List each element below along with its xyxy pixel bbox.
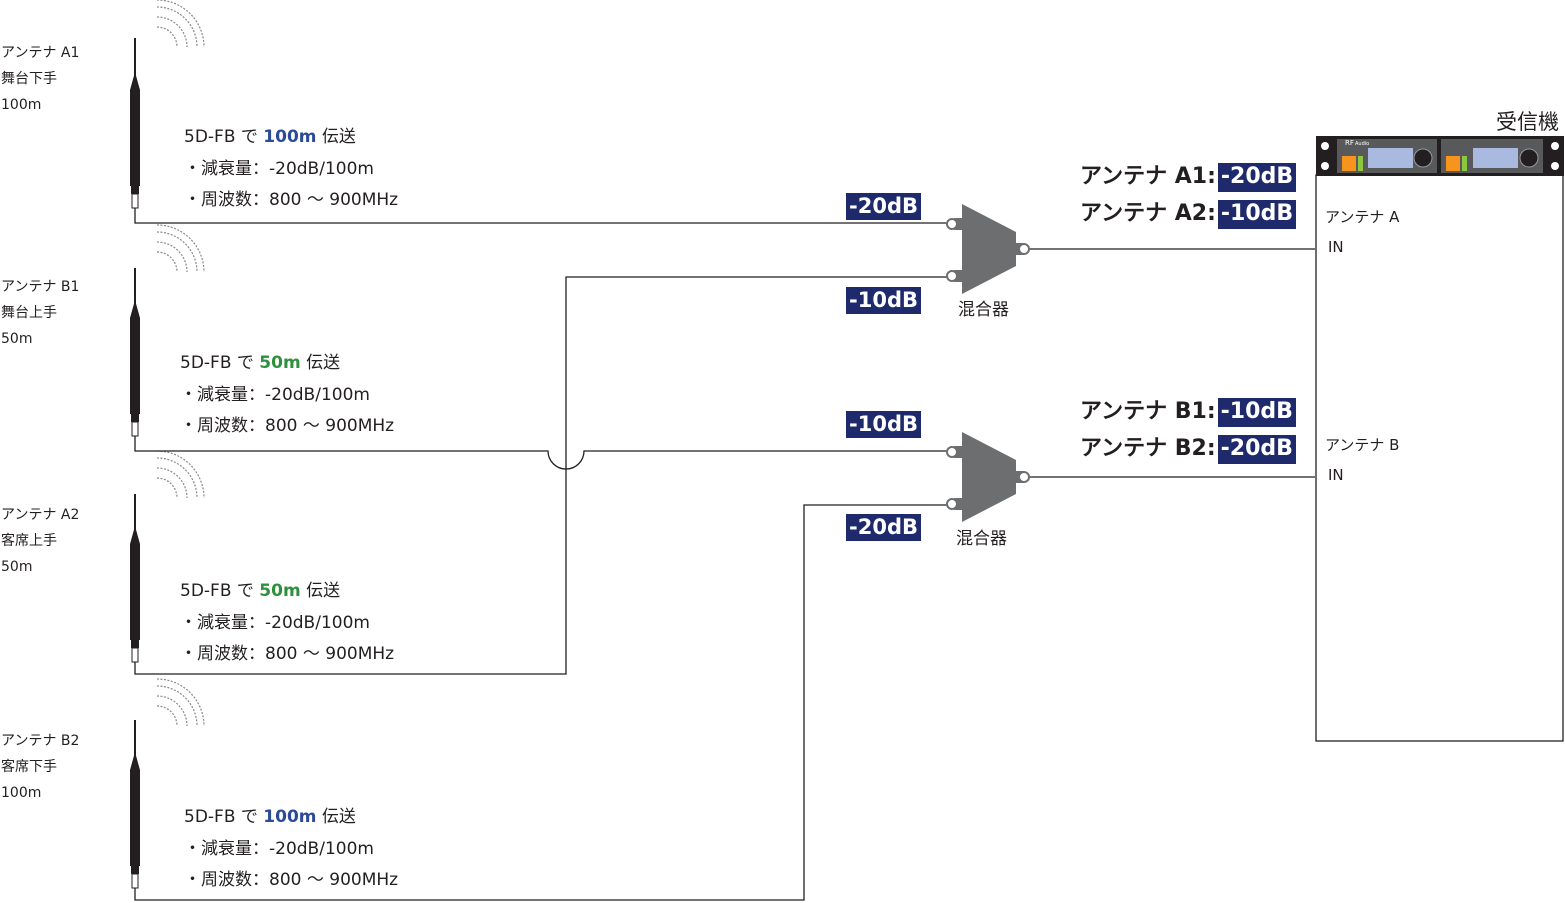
cable-title: 5D-FB で 100m 伝送 [184,807,356,827]
antenna-name: アンテナ A1 [1,45,80,61]
antenna-name: アンテナ A2 [1,507,80,523]
receiver-title: 受信機 [1496,110,1559,134]
receiver-port-b-name: アンテナ B [1325,436,1400,454]
antenna-name: アンテナ B1 [1,279,80,295]
receiver-body [1315,174,1564,742]
antenna-length: 100m [1,97,42,113]
receiver-front-panel [1316,136,1564,176]
receiver-port-a-name: アンテナ A [1325,208,1400,226]
antenna-label-a1: アンテナ A1 舞台下手 100m [1,40,79,118]
mixer-icon [946,432,1030,522]
antenna-label-b1: アンテナ B1 舞台上手 50m [1,274,79,352]
cable-spec-a2: 5D-FB で 50m 伝送 ・減衰量：-20dB/100m ・周波数：800 … [180,576,394,671]
antenna-position: 客席下手 [1,759,57,775]
mixer-label: 混合器 [958,300,1009,320]
radio-wave-icon [156,0,205,48]
cable-frequency: ・周波数：800 ～ 900MHz [180,644,395,664]
antenna-name: アンテナ B2 [1,733,80,749]
summary-a2: アンテナ A2:-10dB [1080,200,1297,229]
antenna-label-b2: アンテナ B2 客席下手 100m [1,728,79,806]
cable-spec-b2: 5D-FB で 100m 伝送 ・減衰量：-20dB/100m ・周波数：800… [184,802,398,897]
antenna-icon [130,720,140,889]
cable-spec-b1: 5D-FB で 50m 伝送 ・減衰量：-20dB/100m ・周波数：800 … [180,348,394,443]
cable-attenuation: ・減衰量：-20dB/100m [184,158,374,179]
attenuation-badge: -10dB [846,287,921,314]
cable-frequency: ・周波数：800 ～ 900MHz [184,870,399,890]
antenna-icon [130,494,140,663]
radio-wave-icon [156,450,205,499]
summary-b2: アンテナ B2:-20dB [1080,435,1296,464]
receiver-port-b-in: IN [1328,466,1344,484]
panel-audio-label: Audio [1355,141,1370,147]
antenna-length: 100m [1,785,42,801]
antenna-length: 50m [1,559,33,575]
antenna-icon [130,38,140,209]
radio-wave-icon [156,224,205,273]
antenna-position: 舞台上手 [1,305,57,321]
antenna-icon [130,268,140,437]
cable-title: 5D-FB で 50m 伝送 [180,581,341,601]
cable-title: 5D-FB で 100m 伝送 [184,127,356,147]
cable-title: 5D-FB で 50m 伝送 [180,353,341,373]
cable-attenuation: ・減衰量：-20dB/100m [180,612,370,633]
cable-spec-a1: 5D-FB で 100m 伝送 ・減衰量：-20dB/100m ・周波数：800… [184,122,398,217]
panel-rf-label: RF [1345,139,1354,147]
cable-frequency: ・周波数：800 ～ 900MHz [184,190,399,210]
antenna-position: 客席上手 [1,533,57,549]
cable-wires [134,208,1315,901]
cable-attenuation: ・減衰量：-20dB/100m [184,838,374,859]
attenuation-badge: -20dB [846,514,921,541]
attenuation-badge: -10dB [846,411,921,438]
attenuation-badge: -20dB [846,193,921,220]
mixer-icon [946,204,1030,294]
antenna-label-a2: アンテナ A2 客席上手 50m [1,502,79,580]
summary-a1: アンテナ A1:-20dB [1080,163,1297,192]
summary-b1: アンテナ B1:-10dB [1080,398,1296,427]
radio-wave-icon [156,678,205,727]
cable-frequency: ・周波数：800 ～ 900MHz [180,416,395,436]
antenna-length: 50m [1,331,33,347]
antenna-position: 舞台下手 [1,71,57,87]
receiver-port-a-in: IN [1328,238,1344,256]
mixer-label: 混合器 [956,529,1007,549]
cable-attenuation: ・減衰量：-20dB/100m [180,384,370,405]
